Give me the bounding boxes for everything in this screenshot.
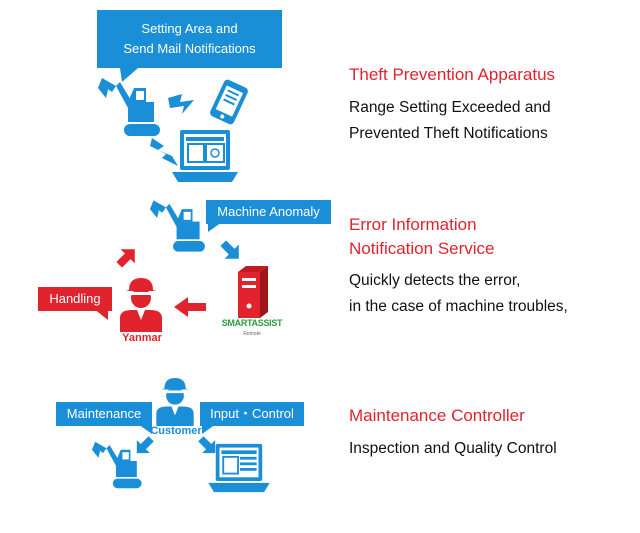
arrow-icon — [174, 297, 206, 317]
bubble-line-1: Setting Area and — [141, 21, 238, 36]
smartassist-logo-text: SMARTASSIST — [221, 318, 283, 328]
bubble-tail — [94, 309, 108, 320]
lightning-icon — [168, 94, 194, 114]
desc-line-2: in the case of machine troubles, — [349, 298, 568, 315]
arrow-icon — [198, 436, 216, 454]
bubble-tail — [202, 424, 216, 434]
person-icon — [120, 278, 162, 332]
laptop-icon — [208, 443, 270, 493]
theft-prevention-title: Theft Prevention Apparatus — [349, 65, 556, 84]
maintenance-controller-title: Maintenance Controller — [349, 406, 525, 425]
lightning-icon — [150, 138, 178, 166]
laptop-icon — [172, 130, 238, 182]
excavator-icon — [92, 441, 142, 489]
yanmar-label: Yanmar — [122, 332, 162, 344]
excavator-icon — [98, 78, 160, 136]
arrow-icon — [116, 249, 135, 268]
excavator-icon — [150, 200, 205, 252]
desc-line-1: Quickly detects the error, — [349, 272, 521, 289]
arrow-icon — [136, 436, 154, 454]
smartphone-icon — [210, 79, 248, 125]
smartassist-logo-sub: Remote — [243, 331, 261, 337]
desc-line-2: Prevented Theft Notifications — [349, 125, 548, 142]
bubble-tail — [138, 424, 152, 434]
theft-prevention-description: Range Setting Exceeded and Prevented The… — [349, 95, 551, 147]
arrow-icon — [220, 240, 239, 259]
server-icon — [238, 266, 268, 318]
bubble-tail — [120, 68, 138, 82]
title-line-2: Notification Service — [349, 239, 495, 258]
maintenance-bubble: Maintenance — [56, 402, 152, 426]
error-information-title: Error Information Notification Service — [349, 213, 495, 261]
machine-anomaly-bubble: Machine Anomaly — [206, 200, 331, 224]
desc-line-1: Range Setting Exceeded and — [349, 99, 551, 116]
bubble-line-2: Send Mail Notifications — [123, 41, 256, 56]
bubble-tail — [208, 222, 222, 232]
person-icon — [156, 378, 194, 426]
customer-label: Customer — [150, 425, 202, 437]
maintenance-controller-description: Inspection and Quality Control — [349, 440, 557, 457]
handling-bubble: Handling — [38, 287, 112, 311]
setting-area-bubble: Setting Area and Send Mail Notifications — [97, 10, 282, 68]
error-information-description: Quickly detects the error, in the case o… — [349, 268, 568, 320]
smartassist-logo: SMARTASSIST Remote — [221, 318, 283, 340]
input-control-bubble: Input・Control — [200, 402, 304, 426]
title-line-1: Error Information — [349, 215, 477, 234]
